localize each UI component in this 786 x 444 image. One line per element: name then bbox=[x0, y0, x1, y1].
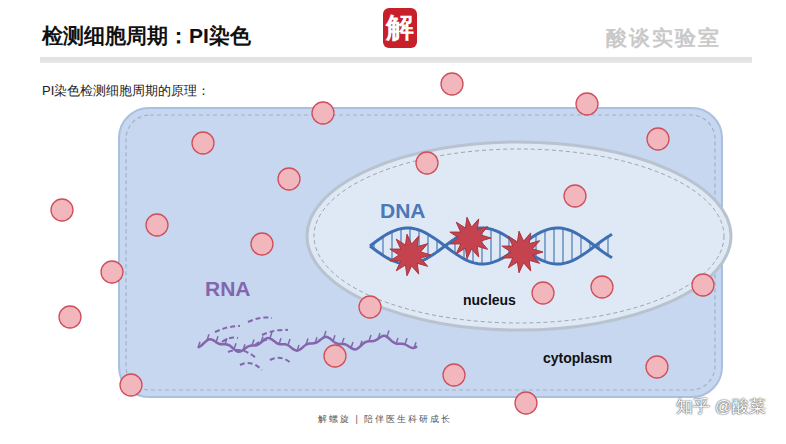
rna-strand bbox=[198, 318, 417, 371]
pi-molecule bbox=[278, 168, 300, 190]
pi-molecule bbox=[192, 132, 214, 154]
pi-molecule bbox=[324, 345, 346, 367]
pi-molecule bbox=[564, 185, 586, 207]
subtitle: PI染色检测细胞周期的原理： bbox=[42, 84, 210, 99]
pi-molecule bbox=[146, 214, 168, 236]
pi-molecule bbox=[576, 93, 598, 115]
pi-molecule bbox=[312, 102, 334, 124]
cytoplasm-label: cytoplasm bbox=[543, 350, 612, 366]
pi-molecule bbox=[443, 364, 465, 386]
pi-molecule bbox=[59, 306, 81, 328]
brand-name: 酸谈实验室 bbox=[606, 26, 721, 50]
pi-molecule bbox=[359, 296, 381, 318]
pi-molecule bbox=[515, 392, 537, 414]
pi-molecule bbox=[416, 152, 438, 174]
pi-molecule bbox=[692, 274, 714, 296]
rna-label: RNA bbox=[205, 277, 251, 301]
pi-molecule bbox=[646, 356, 668, 378]
pi-molecule bbox=[101, 261, 123, 283]
pi-bound-dna bbox=[502, 231, 543, 273]
header-bar bbox=[40, 57, 752, 61]
pi-bound-dna bbox=[390, 234, 431, 276]
pi-molecule bbox=[441, 73, 463, 95]
pi-molecule bbox=[51, 199, 73, 221]
pi-bound-dna bbox=[450, 217, 491, 259]
footer-slogan: 解螺旋 | 陪伴医生科研成长 bbox=[318, 414, 452, 424]
logo-seal: 解 bbox=[383, 8, 417, 48]
pi-molecule bbox=[532, 282, 554, 304]
watermark: 知乎 @酸菜 bbox=[676, 397, 766, 417]
dna-label: DNA bbox=[380, 199, 426, 223]
page-title: 检测细胞周期：PI染色 bbox=[42, 24, 251, 48]
header-line bbox=[40, 62, 752, 63]
pi-molecule bbox=[647, 128, 669, 150]
pi-molecule bbox=[120, 374, 142, 396]
pi-molecule bbox=[251, 233, 273, 255]
pi-molecule bbox=[591, 276, 613, 298]
nucleus-label: nucleus bbox=[463, 292, 516, 308]
